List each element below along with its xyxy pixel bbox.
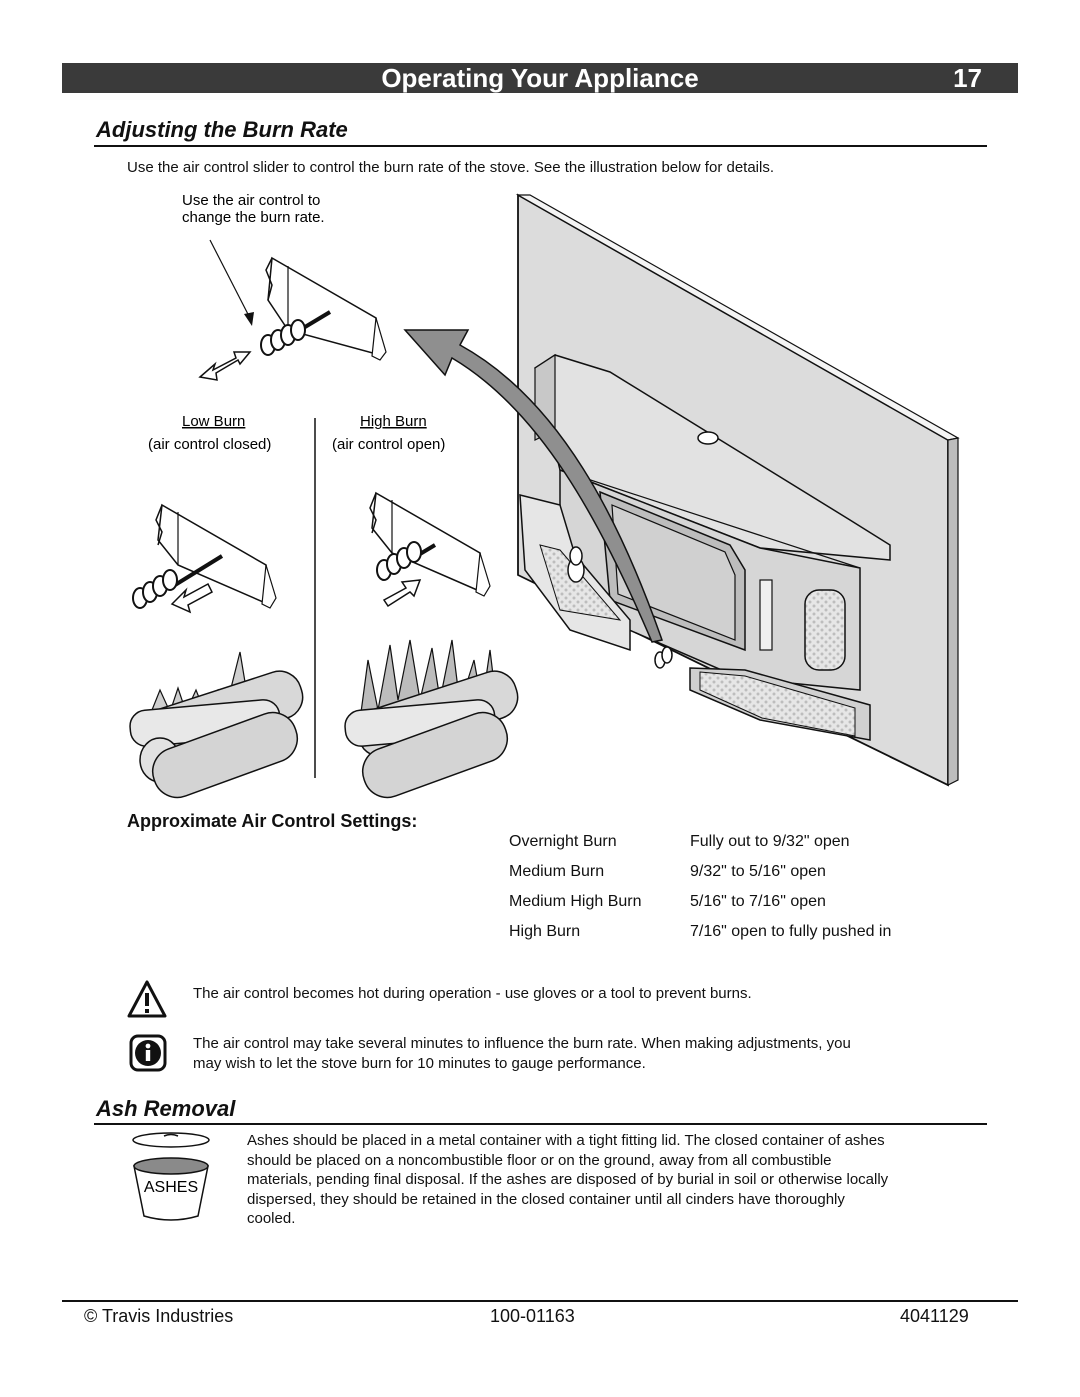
callout-line-1: Use the air control to xyxy=(182,192,320,209)
ash-text-line: should be placed on a noncombustible flo… xyxy=(247,1152,832,1169)
footer-rule xyxy=(62,1300,1018,1302)
air-control-detail-top xyxy=(260,256,387,361)
settings-row-burn: Overnight Burn xyxy=(509,833,617,850)
footer-part-number: 4041129 xyxy=(900,1306,969,1326)
burn-rate-intro: Use the air control slider to control th… xyxy=(127,159,775,176)
header-bar: Operating Your Appliance 17 xyxy=(62,63,1018,93)
callout-arrowhead xyxy=(244,312,254,326)
fireplace-insert-drawing xyxy=(515,193,960,787)
ash-bucket-icon: ASHES xyxy=(132,1132,210,1221)
warning-text: The air control becomes hot during opera… xyxy=(193,985,752,1002)
footer-document-number: 100-01163 xyxy=(490,1306,575,1326)
air-control-detail-low xyxy=(132,503,277,614)
section-rule xyxy=(94,1123,987,1125)
settings-row-setting: 7/16" open to fully pushed in xyxy=(690,923,892,940)
arrow-out-icon xyxy=(170,582,213,614)
high-burn-logs-icon xyxy=(344,639,519,799)
info-icon xyxy=(129,1034,167,1072)
settings-row-setting: 9/32" to 5/16" open xyxy=(690,863,826,880)
settings-row-burn: Medium Burn xyxy=(509,863,605,880)
low-burn-label: Low Burn xyxy=(182,413,245,430)
info-text-line-2: may wish to let the stove burn for 10 mi… xyxy=(193,1055,646,1072)
ash-text-line: cooled. xyxy=(247,1210,296,1227)
ash-text-line: dispersed, they should be retained in th… xyxy=(247,1191,845,1208)
burn-rate-illustration: Use the air control to change the burn r… xyxy=(129,192,960,799)
info-text-line-1: The air control may take several minutes… xyxy=(193,1035,851,1052)
page-title: Operating Your Appliance xyxy=(381,63,699,93)
low-burn-logs-icon xyxy=(129,651,304,799)
settings-row-burn: Medium High Burn xyxy=(509,893,642,910)
footer-copyright: © Travis Industries xyxy=(84,1306,234,1326)
ash-bucket-label: ASHES xyxy=(144,1179,198,1196)
high-burn-sub: (air control open) xyxy=(332,436,445,453)
section-title-ash-removal: Ash Removal xyxy=(96,1096,236,1121)
arrow-in-icon xyxy=(382,579,422,608)
curved-arrow-icon xyxy=(403,329,663,643)
callout-leader-line xyxy=(209,239,253,323)
warning-icon xyxy=(127,980,167,1018)
section-rule xyxy=(94,145,987,147)
air-control-detail-high xyxy=(369,491,491,608)
section-title-burn-rate: Adjusting the Burn Rate xyxy=(96,117,348,142)
high-burn-label: High Burn xyxy=(360,413,427,430)
settings-row-setting: Fully out to 9/32" open xyxy=(690,833,850,850)
callout-line-2: change the burn rate. xyxy=(182,209,325,226)
ash-text-line: materials, pending final disposal. If th… xyxy=(247,1171,889,1188)
settings-heading: Approximate Air Control Settings: xyxy=(127,811,418,831)
low-burn-sub: (air control closed) xyxy=(148,436,271,453)
settings-row-setting: 5/16" to 7/16" open xyxy=(690,893,826,910)
page-number: 17 xyxy=(953,63,982,93)
settings-row-burn: High Burn xyxy=(509,923,581,940)
ash-text-line: Ashes should be placed in a metal contai… xyxy=(247,1132,885,1149)
double-arrow-icon xyxy=(198,351,252,381)
